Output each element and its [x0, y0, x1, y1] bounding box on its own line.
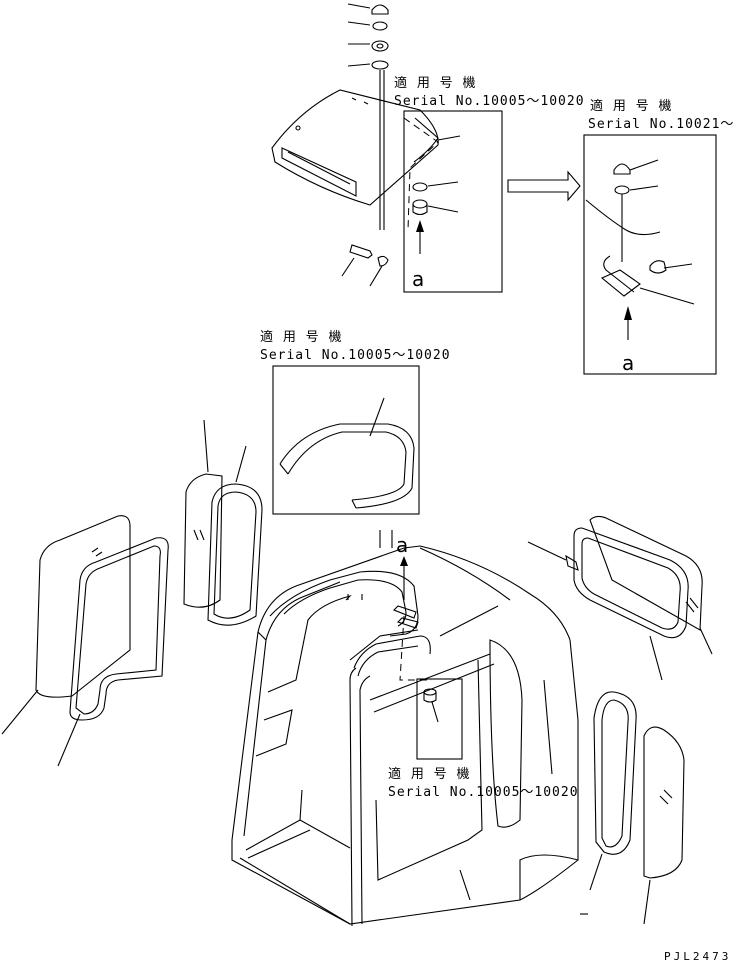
- drawing-code: PJL2473: [664, 950, 731, 963]
- callout-2-view-marker: a: [622, 351, 634, 375]
- callout-2-serial-label: Serial No.10021～: [588, 117, 734, 132]
- right-rear-glass: [589, 515, 713, 655]
- cab-view-marker: a: [396, 533, 408, 557]
- callout-3-serial-label: Serial No.10005～10020: [260, 348, 451, 363]
- left-door-glass: [1, 515, 131, 735]
- roof-panel: [271, 89, 439, 231]
- callout-3-jp-label: 適 用 号 機: [260, 329, 342, 345]
- cab-frame: a: [231, 530, 579, 927]
- right-door-seal: [589, 691, 637, 891]
- left-rear-glass: [183, 419, 223, 608]
- right-door-glass: [580, 726, 685, 925]
- callout-serial-10021: 適 用 号 機 Serial No.10021～ a: [583, 98, 734, 375]
- roof-bolt-and-clip: [341, 244, 389, 287]
- left-rear-seal: [207, 445, 263, 626]
- callout-serial-10005-10020-upper: 適 用 号 機 Serial No.10005～10020 a: [394, 75, 585, 293]
- callout-serial-10005-10020-middle: 適 用 号 機 Serial No.10005～10020: [260, 329, 451, 515]
- callout-4-jp-label: 適 用 号 機: [388, 766, 470, 782]
- callout-4-serial-label: Serial No.10005～10020: [388, 785, 579, 800]
- callout-1-serial-label: Serial No.10005～10020: [394, 94, 585, 109]
- right-rear-seal: [527, 527, 689, 681]
- callout-serial-10005-10020-lower: 適 用 号 機 Serial No.10005～10020: [388, 678, 579, 800]
- callout-1-jp-label: 適 用 号 機: [394, 75, 476, 91]
- callout-2-jp-label: 適 用 号 機: [590, 98, 672, 114]
- direction-arrow: [507, 170, 581, 202]
- callout-1-view-marker: a: [412, 267, 424, 291]
- left-door-seal: [57, 537, 169, 767]
- top-hardware-stack: [347, 3, 389, 230]
